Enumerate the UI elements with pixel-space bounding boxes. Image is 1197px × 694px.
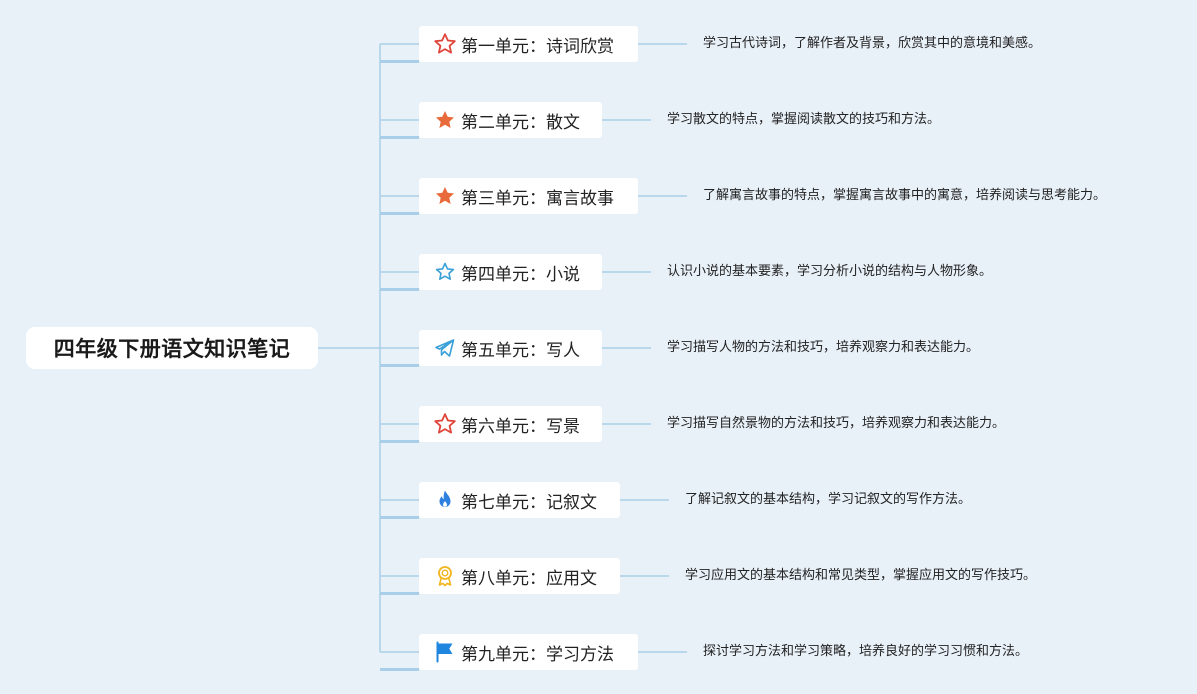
unit-description-9[interactable]: 探讨学习方法和学习策略，培养良好的学习习惯和方法。 xyxy=(703,644,1029,659)
unit-label: 第六单元：写景 xyxy=(461,416,580,437)
unit-description-1[interactable]: 学习古代诗词，了解作者及背景，欣赏其中的意境和美感。 xyxy=(703,36,1042,51)
unit-underline xyxy=(380,136,419,139)
flag-icon xyxy=(433,640,457,664)
award-icon xyxy=(433,564,457,588)
unit-underline xyxy=(380,364,419,367)
unit-label: 第五单元：写人 xyxy=(461,340,580,361)
unit-underline xyxy=(380,592,419,595)
unit-label: 第八单元：应用文 xyxy=(461,568,597,589)
unit-label: 第九单元：学习方法 xyxy=(461,644,614,665)
unit-label: 第七单元：记叙文 xyxy=(461,492,597,513)
unit-underline xyxy=(380,440,419,443)
unit-node-2[interactable]: 第二单元：散文 xyxy=(419,102,602,138)
unit-node-6[interactable]: 第六单元：写景 xyxy=(419,406,602,442)
star-outline-small-icon xyxy=(433,260,457,284)
flame-icon xyxy=(433,488,457,512)
unit-description-5[interactable]: 学习描写人物的方法和技巧，培养观察力和表达能力。 xyxy=(667,340,980,355)
unit-node-1[interactable]: 第一单元：诗词欣赏 xyxy=(419,26,638,62)
unit-node-8[interactable]: 第八单元：应用文 xyxy=(419,558,620,594)
unit-underline xyxy=(380,212,419,215)
unit-description-8[interactable]: 学习应用文的基本结构和常见类型，掌握应用文的写作技巧。 xyxy=(685,568,1037,583)
star-outline-icon xyxy=(433,32,457,56)
unit-label: 第四单元：小说 xyxy=(461,264,580,285)
unit-underline xyxy=(380,516,419,519)
unit-node-9[interactable]: 第九单元：学习方法 xyxy=(419,634,638,670)
unit-underline xyxy=(380,60,419,63)
unit-node-4[interactable]: 第四单元：小说 xyxy=(419,254,602,290)
root-node[interactable]: 四年级下册语文知识笔记 xyxy=(26,327,318,369)
unit-node-3[interactable]: 第三单元：寓言故事 xyxy=(419,178,638,214)
star-filled-icon xyxy=(433,108,457,132)
unit-underline xyxy=(380,288,419,291)
paper-plane-icon xyxy=(433,336,457,360)
unit-label: 第二单元：散文 xyxy=(461,112,580,133)
star-filled-icon xyxy=(433,184,457,208)
unit-description-2[interactable]: 学习散文的特点，掌握阅读散文的技巧和方法。 xyxy=(667,112,941,127)
unit-label: 第三单元：寓言故事 xyxy=(461,188,614,209)
unit-description-7[interactable]: 了解记叙文的基本结构，学习记叙文的写作方法。 xyxy=(685,492,972,507)
unit-description-3[interactable]: 了解寓言故事的特点，掌握寓言故事中的寓意，培养阅读与思考能力。 xyxy=(703,188,1107,203)
star-outline-icon xyxy=(433,412,457,436)
unit-node-7[interactable]: 第七单元：记叙文 xyxy=(419,482,620,518)
unit-underline xyxy=(380,668,419,671)
unit-label: 第一单元：诗词欣赏 xyxy=(461,36,614,57)
root-title: 四年级下册语文知识笔记 xyxy=(53,337,291,361)
unit-node-5[interactable]: 第五单元：写人 xyxy=(419,330,602,366)
unit-description-4[interactable]: 认识小说的基本要素，学习分析小说的结构与人物形象。 xyxy=(667,264,993,279)
unit-description-6[interactable]: 学习描写自然景物的方法和技巧，培养观察力和表达能力。 xyxy=(667,416,1006,431)
